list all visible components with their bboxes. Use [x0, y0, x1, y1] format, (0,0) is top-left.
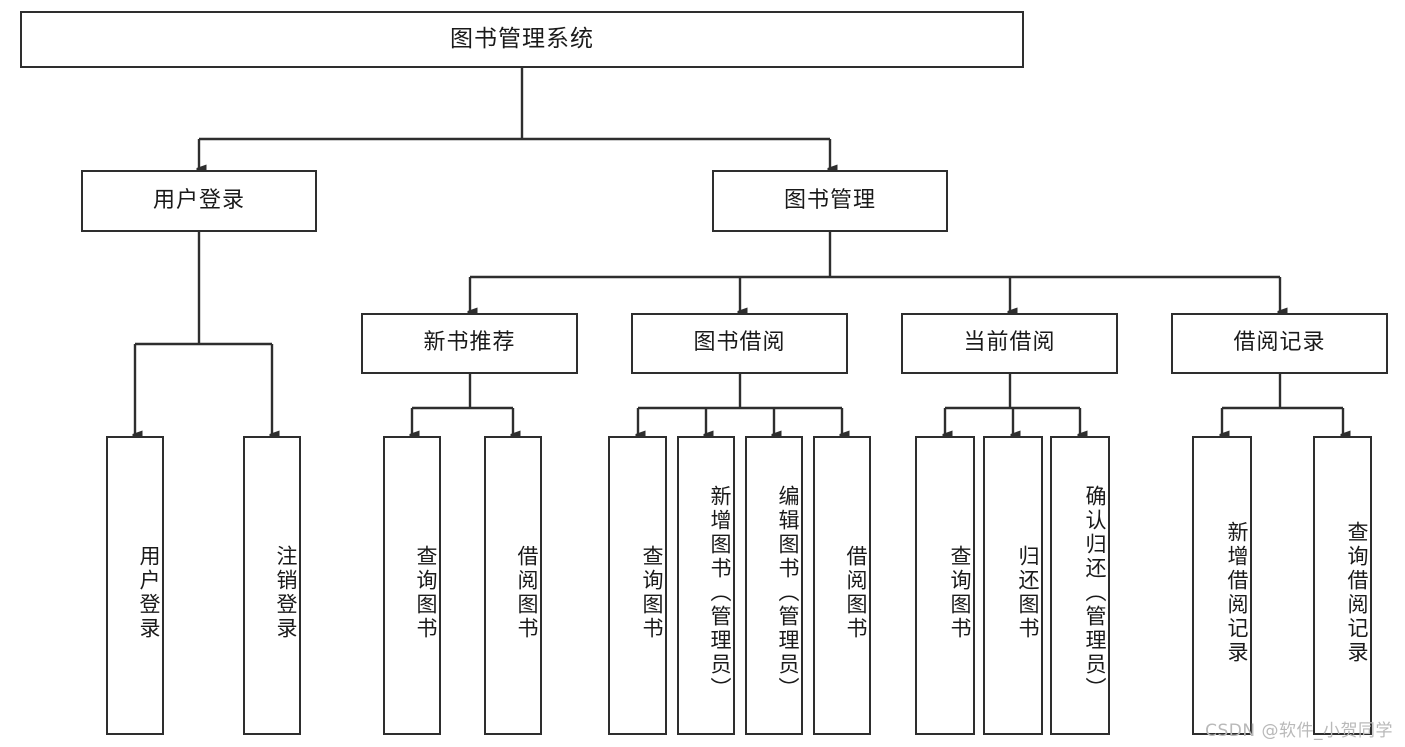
node-leaf-query-record[interactable]: 查询借阅记录 [1313, 436, 1372, 735]
node-label: 用户登录 [137, 544, 161, 641]
node-book-borrow[interactable]: 图书借阅 [631, 313, 848, 374]
node-label: 查询图书 [414, 544, 438, 641]
node-label: 借阅图书 [844, 544, 868, 641]
node-leaf-query-book-3[interactable]: 查询图书 [915, 436, 975, 735]
node-label: 用户登录 [152, 187, 245, 213]
node-label: 新书推荐 [423, 330, 516, 356]
node-label: 图书管理系统 [450, 25, 594, 52]
node-label: 注销登录 [274, 544, 298, 641]
node-label: 查询借阅记录 [1345, 520, 1369, 665]
node-borrow-record[interactable]: 借阅记录 [1171, 313, 1388, 374]
node-label: 图书借阅 [693, 330, 786, 356]
node-label: 查询图书 [640, 544, 664, 641]
node-leaf-user-logout[interactable]: 注销登录 [243, 436, 301, 735]
node-current-borrow[interactable]: 当前借阅 [901, 313, 1118, 374]
node-leaf-query-book-1[interactable]: 查询图书 [383, 436, 441, 735]
node-leaf-add-book[interactable]: 新增图书（管理员） [677, 436, 735, 735]
node-book-manage[interactable]: 图书管理 [712, 170, 948, 232]
node-leaf-query-book-2[interactable]: 查询图书 [608, 436, 667, 735]
node-label: 图书管理 [783, 187, 876, 213]
node-new-book-rec[interactable]: 新书推荐 [361, 313, 578, 374]
node-leaf-user-login[interactable]: 用户登录 [106, 436, 164, 735]
node-leaf-return-book[interactable]: 归还图书 [983, 436, 1043, 735]
node-label: 确认归还（管理员） [1083, 484, 1107, 701]
node-label: 当前借阅 [963, 330, 1056, 356]
node-label: 新增借阅记录 [1225, 520, 1249, 665]
node-leaf-confirm-return[interactable]: 确认归还（管理员） [1050, 436, 1110, 735]
node-root[interactable]: 图书管理系统 [20, 11, 1024, 68]
node-leaf-borrow-book-1[interactable]: 借阅图书 [484, 436, 542, 735]
node-leaf-borrow-book-2[interactable]: 借阅图书 [813, 436, 871, 735]
node-label: 借阅图书 [515, 544, 539, 641]
node-leaf-edit-book[interactable]: 编辑图书（管理员） [745, 436, 803, 735]
watermark: CSDN @软件_小贺同学 [1205, 721, 1393, 741]
node-label: 查询图书 [948, 544, 972, 641]
node-leaf-add-record[interactable]: 新增借阅记录 [1192, 436, 1252, 735]
node-label: 编辑图书（管理员） [776, 484, 800, 701]
node-label: 归还图书 [1016, 544, 1040, 641]
node-user-login[interactable]: 用户登录 [81, 170, 317, 232]
node-label: 新增图书（管理员） [708, 484, 732, 701]
node-label: 借阅记录 [1233, 330, 1326, 356]
